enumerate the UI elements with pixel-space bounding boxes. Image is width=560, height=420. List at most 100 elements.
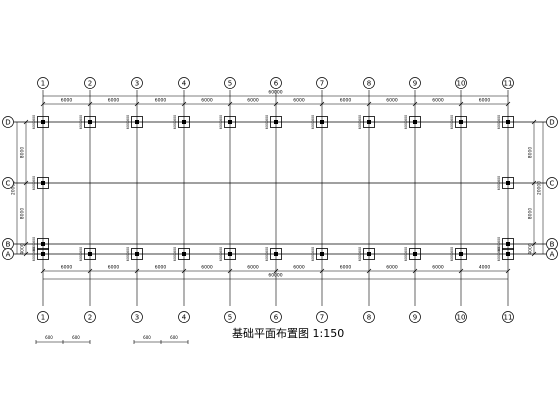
footing-label: 600X600 <box>79 247 83 261</box>
axis-bubble <box>270 77 282 89</box>
axis-bubble <box>131 311 143 323</box>
column-mark <box>367 120 371 124</box>
footing-outline <box>37 116 49 128</box>
footing-outline <box>363 248 375 260</box>
axis-bubble-label: 8 <box>367 314 371 322</box>
axis-bubble <box>455 77 467 89</box>
footing-label: 600X600 <box>173 247 177 261</box>
column-mark <box>274 120 278 124</box>
footing-outline <box>37 177 49 189</box>
axis-bubble-label: 10 <box>457 80 466 88</box>
axis-bubble-label: C <box>6 180 11 188</box>
footing-label: 600X600 <box>126 115 130 129</box>
column-mark <box>135 120 139 124</box>
column-mark <box>506 242 510 246</box>
footing-outline <box>84 116 96 128</box>
footing-label: 600X600 <box>32 115 36 129</box>
footing-label: 600X600 <box>404 247 408 261</box>
dimension-tick <box>40 101 46 107</box>
dimension-label: 6000 <box>108 98 120 104</box>
axis-bubble-label: 9 <box>413 80 417 88</box>
dimension-total-label: 60000 <box>268 90 282 96</box>
axis-bubble <box>131 77 143 89</box>
dimension-tick <box>319 268 325 274</box>
axis-bubble <box>455 311 467 323</box>
dimension-tick <box>505 101 511 107</box>
dimension-label: 6000 <box>201 265 213 271</box>
footing-outline <box>316 116 328 128</box>
dimension-label: 6000 <box>293 265 305 271</box>
dimension-label: 8000 <box>528 147 534 159</box>
axis-bubble-label: 2 <box>88 314 92 322</box>
dimension-label: 6000 <box>61 265 73 271</box>
footing-label: 600X600 <box>265 247 269 261</box>
footing-outline <box>502 248 514 260</box>
column-mark <box>506 120 510 124</box>
footing-label: 600X600 <box>219 247 223 261</box>
axis-bubble-label: 4 <box>182 80 187 88</box>
dimension-total-label: 20000 <box>537 181 543 195</box>
column-mark <box>88 120 92 124</box>
footing-outline <box>409 116 421 128</box>
footing-label: 600X600 <box>497 237 501 251</box>
axis-bubble <box>270 311 282 323</box>
footing-outline <box>316 248 328 260</box>
dimension-tick <box>273 101 279 107</box>
footing-outline <box>455 248 467 260</box>
dimension-label: 6000 <box>247 265 259 271</box>
axis-bubble <box>37 311 49 323</box>
axis-bubble <box>546 116 558 128</box>
dimension-lines: 6000 6000 6000 6000 6000 6000 6000 6000 6000 6000… <box>11 90 544 280</box>
footing-outline <box>455 116 467 128</box>
dimension-label: 6000 <box>479 98 491 104</box>
dimension-label: 6000 <box>61 98 73 104</box>
dimension-tick <box>227 101 233 107</box>
dimension-label: 8000 <box>20 147 26 159</box>
dimension-tick <box>366 101 372 107</box>
dimension-tick <box>87 101 93 107</box>
footing-outline <box>502 177 514 189</box>
axis-bubble <box>409 311 421 323</box>
drawing-scale: 1:150 <box>312 327 345 340</box>
dimension-label: 6000 <box>108 265 120 271</box>
footing-label: 600X600 <box>497 247 501 261</box>
footing-label: 600X600 <box>173 115 177 129</box>
footing-outline <box>178 116 190 128</box>
scale-bar-label: 600 <box>72 335 80 340</box>
dimension-tick <box>531 119 537 125</box>
dimension-tick <box>366 268 372 274</box>
axis-bubble <box>178 311 190 323</box>
column-mark <box>320 252 324 256</box>
axis-bubble-label: 5 <box>228 80 232 88</box>
axis-bubble <box>178 77 190 89</box>
axis-bubble-label: 11 <box>504 80 513 88</box>
column-mark <box>367 252 371 256</box>
dimension-label: 6000 <box>386 265 398 271</box>
axis-bubble <box>84 77 96 89</box>
footing-label: 600X600 <box>497 115 501 129</box>
dimension-tick <box>23 251 29 257</box>
footing-outline <box>409 248 421 260</box>
dimension-label: 6000 <box>247 98 259 104</box>
axis-bubble <box>546 177 558 189</box>
footing-outline <box>270 116 282 128</box>
dimension-tick <box>458 101 464 107</box>
footing-label: 600X600 <box>358 247 362 261</box>
footing-label: 600X600 <box>265 115 269 129</box>
dimension-tick <box>531 241 537 247</box>
footing-outline <box>131 116 143 128</box>
axis-bubble-label: 5 <box>228 314 232 322</box>
axis-bubble-label: 3 <box>135 314 139 322</box>
dimension-label: 8000 <box>20 208 26 220</box>
axis-bubble <box>224 311 236 323</box>
axis-bubble-label: 2 <box>88 80 92 88</box>
axis-bubble-label: 11 <box>504 314 513 322</box>
axis-bubble-label: 6 <box>274 314 279 322</box>
column-mark <box>320 120 324 124</box>
footing-outline <box>131 248 143 260</box>
column-mark <box>88 252 92 256</box>
footing-label: 600X600 <box>311 247 315 261</box>
column-mark <box>182 252 186 256</box>
